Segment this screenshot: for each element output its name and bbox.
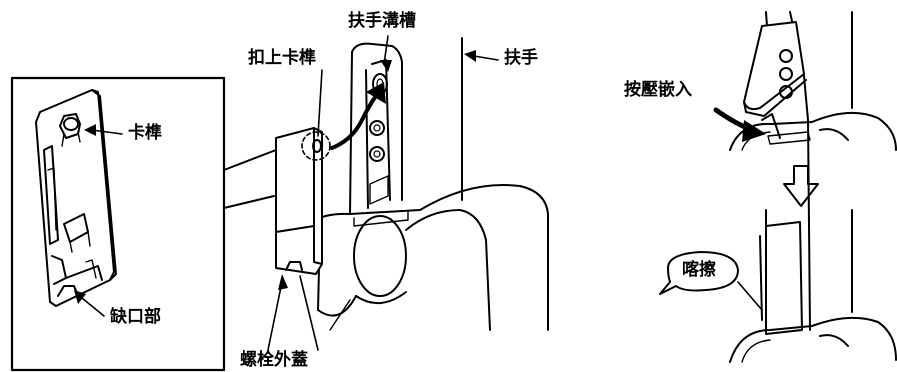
cover-closeup — [35, 89, 117, 307]
leader-lines-center — [74, 35, 499, 351]
label-hook-latch: 扣上卡榫 — [248, 48, 316, 68]
label-click: 喀擦 — [682, 260, 716, 280]
label-bolt-cover: 螺栓外蓋 — [240, 350, 308, 370]
latch-highlight-circle — [301, 131, 331, 161]
armrest-assembly — [299, 37, 549, 331]
insert-arrow — [330, 94, 378, 150]
bolt-cover — [275, 127, 331, 275]
down-arrow — [783, 165, 819, 207]
clicked-view — [729, 209, 897, 363]
label-armrest: 扶手 — [504, 48, 538, 68]
label-press-in: 按壓嵌入 — [624, 80, 692, 100]
label-notch: 缺口部 — [110, 307, 161, 327]
click-bubble — [659, 251, 739, 295]
label-latch: 卡榫 — [128, 123, 162, 143]
press-in-view — [729, 11, 897, 331]
zoom-detail-box — [10, 76, 277, 372]
label-armrest-groove: 扶手溝槽 — [348, 11, 416, 31]
